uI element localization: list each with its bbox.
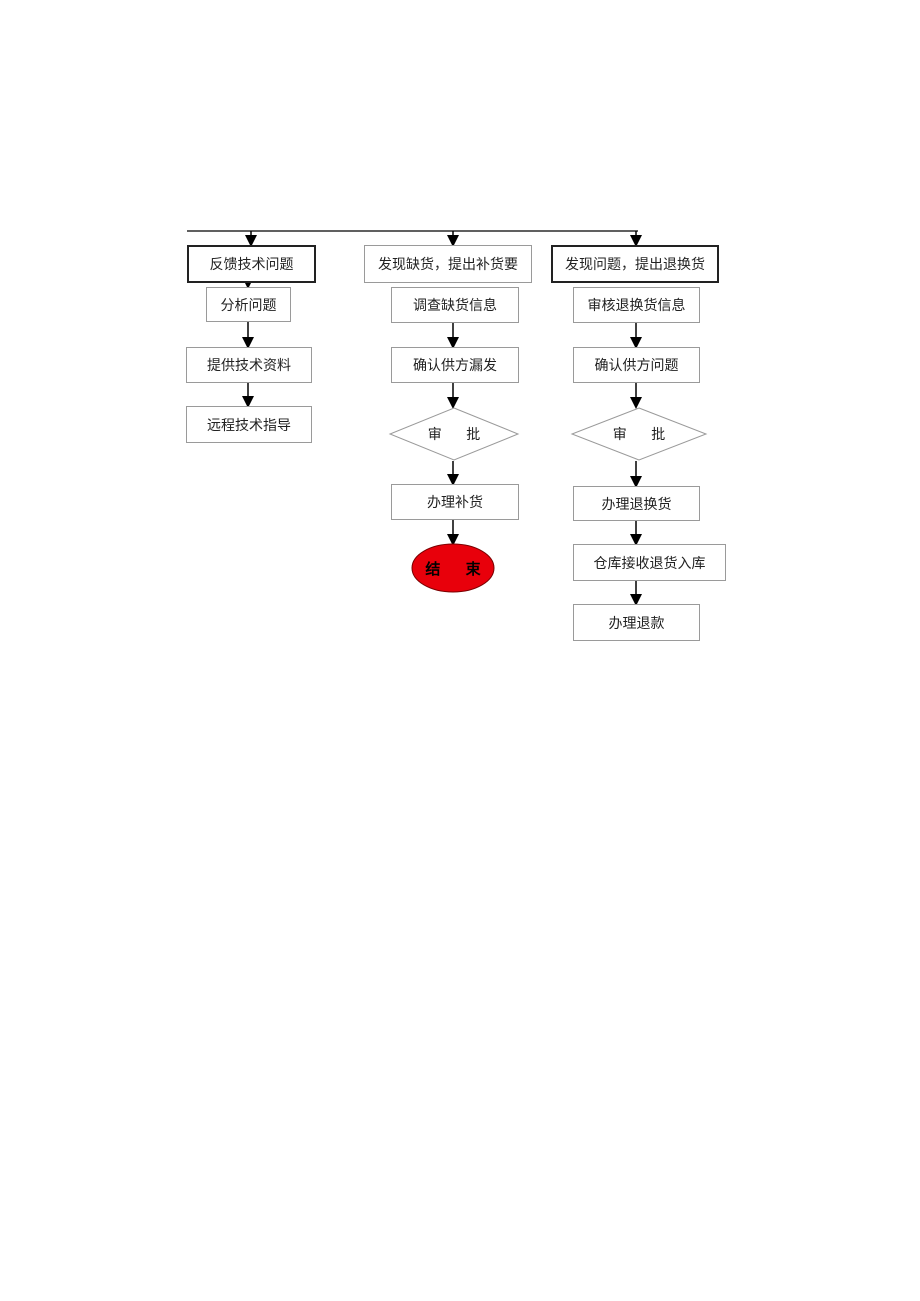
step-warehouse-receive-return: 仓库接收退货入库 (573, 544, 726, 581)
step-confirm-supplier-issue: 确认供方问题 (573, 347, 700, 383)
step-process-return-exchange: 办理退换货 (573, 486, 700, 521)
step-investigate-shortage: 调查缺货信息 (391, 287, 519, 323)
step-remote-tech-guide: 远程技术指导 (186, 406, 312, 443)
end-ellipse (411, 543, 495, 593)
step-process-restock: 办理补货 (391, 484, 519, 520)
decision-diamond-return (570, 407, 708, 461)
step-feedback-tech-issue: 反馈技术问题 (187, 245, 316, 283)
step-analyze-issue: 分析问题 (206, 287, 291, 322)
step-find-return-issue: 发现问题，提出退换货 (551, 245, 719, 283)
step-process-refund: 办理退款 (573, 604, 700, 641)
step-find-shortage: 发现缺货，提出补货要 (364, 245, 532, 283)
end-label: 结 束 (425, 559, 491, 578)
step-provide-tech-docs: 提供技术资料 (186, 347, 312, 383)
decision-diamond-shortage (388, 407, 520, 461)
step-review-return-info: 审核退换货信息 (573, 287, 700, 323)
decision-label-shortage: 审 批 (427, 427, 491, 443)
decision-label-return: 审 批 (612, 427, 676, 443)
step-confirm-supplier-miss: 确认供方漏发 (391, 347, 519, 383)
